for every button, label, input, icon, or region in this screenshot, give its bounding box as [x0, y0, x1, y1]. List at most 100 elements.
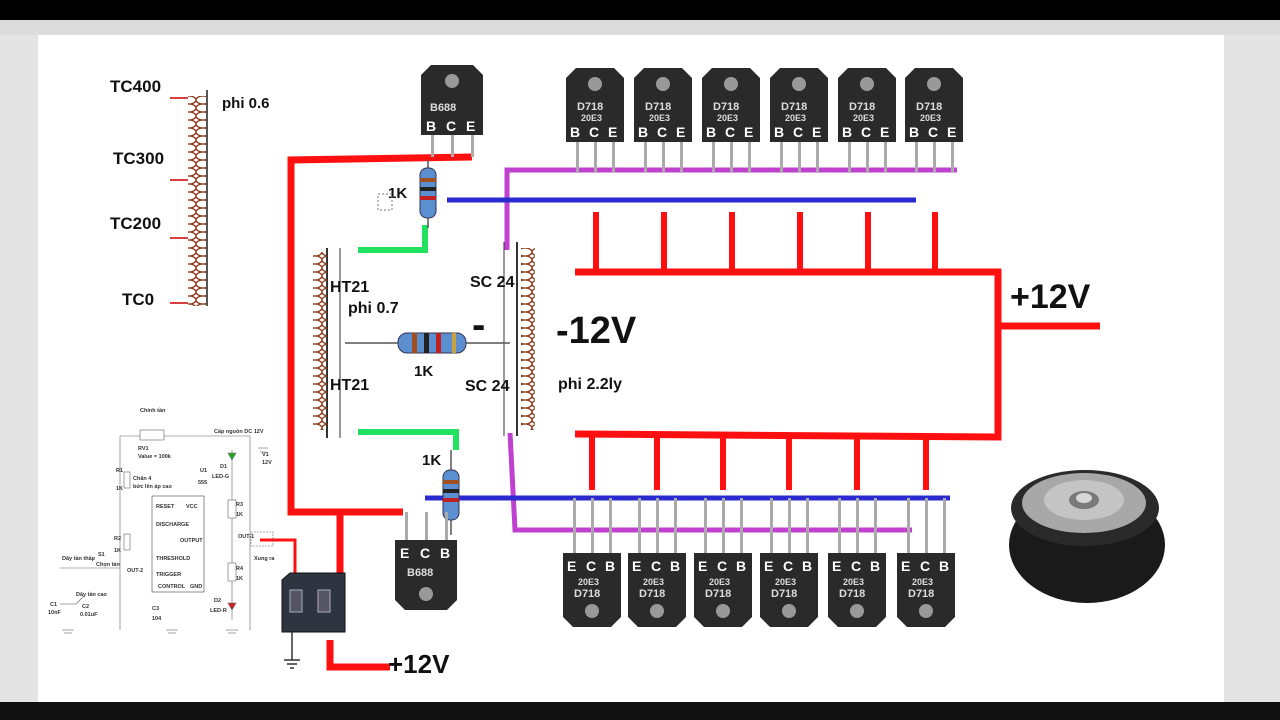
power-part-label: D718: [705, 588, 731, 600]
red-wire-left-loop: [287, 153, 473, 516]
power-suffix-label: 20E3: [775, 577, 796, 587]
power-suffix-label: 20E3: [649, 113, 670, 123]
pin-label: C: [793, 124, 803, 140]
rail-label-positive-bottom: +12V: [388, 649, 450, 679]
pin-label: E: [744, 124, 753, 140]
sch-label: CONTROL: [158, 584, 186, 590]
power-suffix-label: 20E3: [709, 577, 730, 587]
sch-label: R2: [114, 536, 121, 542]
pin-label: E: [812, 124, 821, 140]
power-part-label: D718: [574, 588, 600, 600]
coil-label-ht21-top: HT21: [330, 279, 369, 296]
pin-label: B: [570, 124, 580, 140]
sch-label: C2: [82, 604, 89, 610]
power-part-label: D718: [713, 101, 739, 113]
sch-label: Chân 4: [133, 476, 152, 482]
sch-label: Chỉnh tần: [140, 408, 166, 414]
driver-coil-left: HT21 phi 0.7 HT21: [313, 248, 399, 438]
sch-label: 12V: [262, 460, 272, 466]
top-resistor: 1K: [377, 160, 437, 228]
sch-label: Dãy tần thấp: [62, 555, 96, 562]
bottom-black-bar: [0, 702, 1280, 720]
tap-label-tc300: TC300: [113, 149, 164, 168]
pin-label: C: [717, 558, 727, 574]
sch-label: VCC: [186, 504, 198, 510]
pin-label: C: [920, 558, 930, 574]
pin-label: C: [446, 118, 456, 134]
pin-label: B: [706, 124, 716, 140]
driver-transistor-bottom: E C B B688: [395, 512, 457, 610]
pin-label: B: [939, 558, 949, 574]
sch-label: THRESHOLD: [156, 556, 190, 562]
sch-label: C1: [50, 602, 57, 608]
coil-label-ht21-bottom: HT21: [330, 377, 369, 394]
pin-label: E: [567, 558, 576, 574]
sch-label: Value = 100k: [138, 454, 172, 460]
power-suffix-label: 20E3: [643, 577, 664, 587]
red-wire-signal: [260, 538, 297, 580]
pin-label: E: [632, 558, 641, 574]
pin-label: E: [608, 124, 617, 140]
power-part-label: D718: [908, 588, 934, 600]
power-part-label: D718: [577, 101, 603, 113]
sch-label: 555: [198, 480, 207, 486]
center-resistor: 1K: [345, 332, 510, 380]
sch-label: RV1: [138, 446, 149, 452]
rail-label-positive-right: +12V: [1010, 278, 1091, 316]
pin-label: B: [870, 558, 880, 574]
magenta-wire-top: [504, 167, 957, 250]
sch-label: 0.01uF: [80, 612, 98, 618]
tap-label-tc400: TC400: [110, 77, 161, 96]
power-suffix-label: 20E3: [920, 113, 941, 123]
sch-label: 10nF: [48, 610, 61, 616]
red-wires: [260, 153, 1100, 671]
coil-winding: [188, 96, 206, 306]
pin-label: E: [698, 558, 707, 574]
sch-label: D1: [220, 464, 227, 470]
sch-label: 1K: [236, 512, 243, 518]
resistor-label-bottom: 1K: [422, 452, 441, 469]
sch-label: R1: [116, 468, 123, 474]
power-suffix-label: 20E3: [843, 577, 864, 587]
sch-label: D2: [214, 598, 221, 604]
pin-label: C: [725, 124, 735, 140]
tap-label-tc0: TC0: [122, 290, 154, 309]
pin-label: E: [764, 558, 773, 574]
pin-label: C: [851, 558, 861, 574]
power-suffix-label: 20E3: [853, 113, 874, 123]
sch-label: U1: [200, 468, 207, 474]
pin-label: B: [605, 558, 615, 574]
pin-label: C: [928, 124, 938, 140]
driver-top-part: B688: [430, 102, 456, 114]
power-part-label: D718: [771, 588, 797, 600]
sch-label: Chọn tần: [96, 562, 120, 568]
sch-label: OUT-2: [127, 568, 143, 574]
gate-wires: [358, 167, 957, 533]
pin-label: C: [586, 558, 596, 574]
sch-label: S1: [98, 552, 105, 558]
power-suffix-label: 20E3: [717, 113, 738, 123]
tap-label-tc200: TC200: [110, 214, 161, 233]
tapped-coil: TC400 TC300 TC200 TC0 phi 0.6: [110, 77, 270, 309]
power-part-label: D718: [916, 101, 942, 113]
pin-label: B: [440, 545, 450, 561]
pin-label: E: [466, 118, 475, 134]
green-wire-top: [358, 225, 428, 253]
green-wire-bottom: [358, 429, 459, 450]
pin-label: C: [861, 124, 871, 140]
sch-label: bức lên áp cao: [133, 484, 172, 490]
sch-label: OUT-1: [238, 534, 254, 540]
sch-label: R3: [236, 502, 243, 508]
sch-label: V1: [262, 452, 269, 458]
pin-label: C: [589, 124, 599, 140]
sch-label: LED-G: [212, 474, 229, 480]
sch-label: Xung ra: [254, 556, 275, 562]
